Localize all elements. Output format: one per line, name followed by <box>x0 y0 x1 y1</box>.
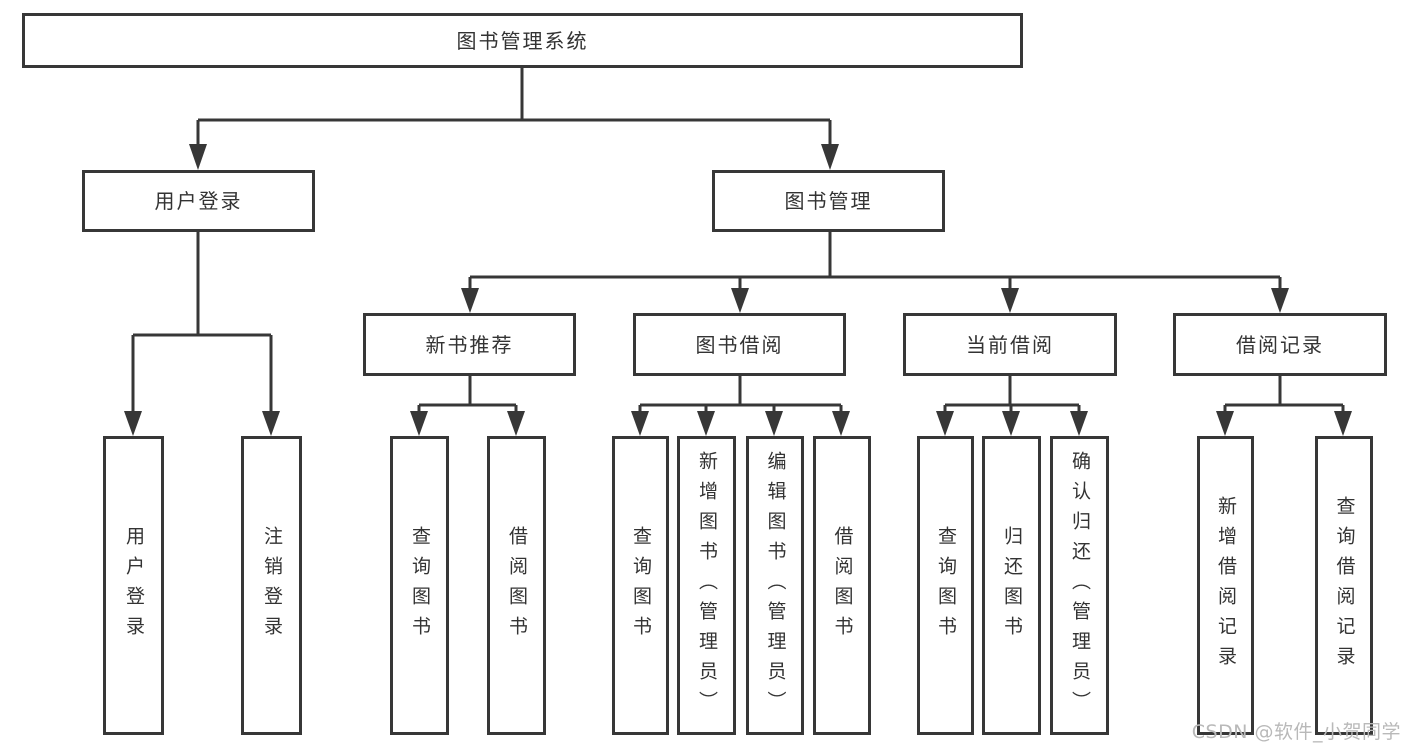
node-new-book-recommend: 新书推荐 <box>363 313 576 376</box>
leaf-edit-books-admin: 编辑图书（管理员） <box>746 436 804 735</box>
watermark: CSDN @软件_小贺同学 <box>1191 721 1401 743</box>
leaf-query-books-2: 查询图书 <box>612 436 669 735</box>
leaf-query-books-1: 查询图书 <box>390 436 449 735</box>
node-book-borrowing: 图书借阅 <box>633 313 846 376</box>
leaf-confirm-return-admin: 确认归还（管理员） <box>1050 436 1109 735</box>
leaf-return-books: 归还图书 <box>982 436 1041 735</box>
leaf-borrow-books-2: 借阅图书 <box>813 436 871 735</box>
leaf-add-borrow-record: 新增借阅记录 <box>1197 436 1254 735</box>
leaf-user-login: 用户登录 <box>103 436 164 735</box>
node-borrowing-records: 借阅记录 <box>1173 313 1387 376</box>
node-user-login: 用户登录 <box>82 170 315 232</box>
node-book-management: 图书管理 <box>712 170 945 232</box>
leaf-query-borrow-record: 查询借阅记录 <box>1315 436 1373 735</box>
leaf-query-books-3: 查询图书 <box>917 436 974 735</box>
node-current-borrowing: 当前借阅 <box>903 313 1117 376</box>
leaf-logout: 注销登录 <box>241 436 302 735</box>
leaf-add-books-admin: 新增图书（管理员） <box>677 436 736 735</box>
leaf-borrow-books-1: 借阅图书 <box>487 436 546 735</box>
node-root-system: 图书管理系统 <box>22 13 1023 68</box>
